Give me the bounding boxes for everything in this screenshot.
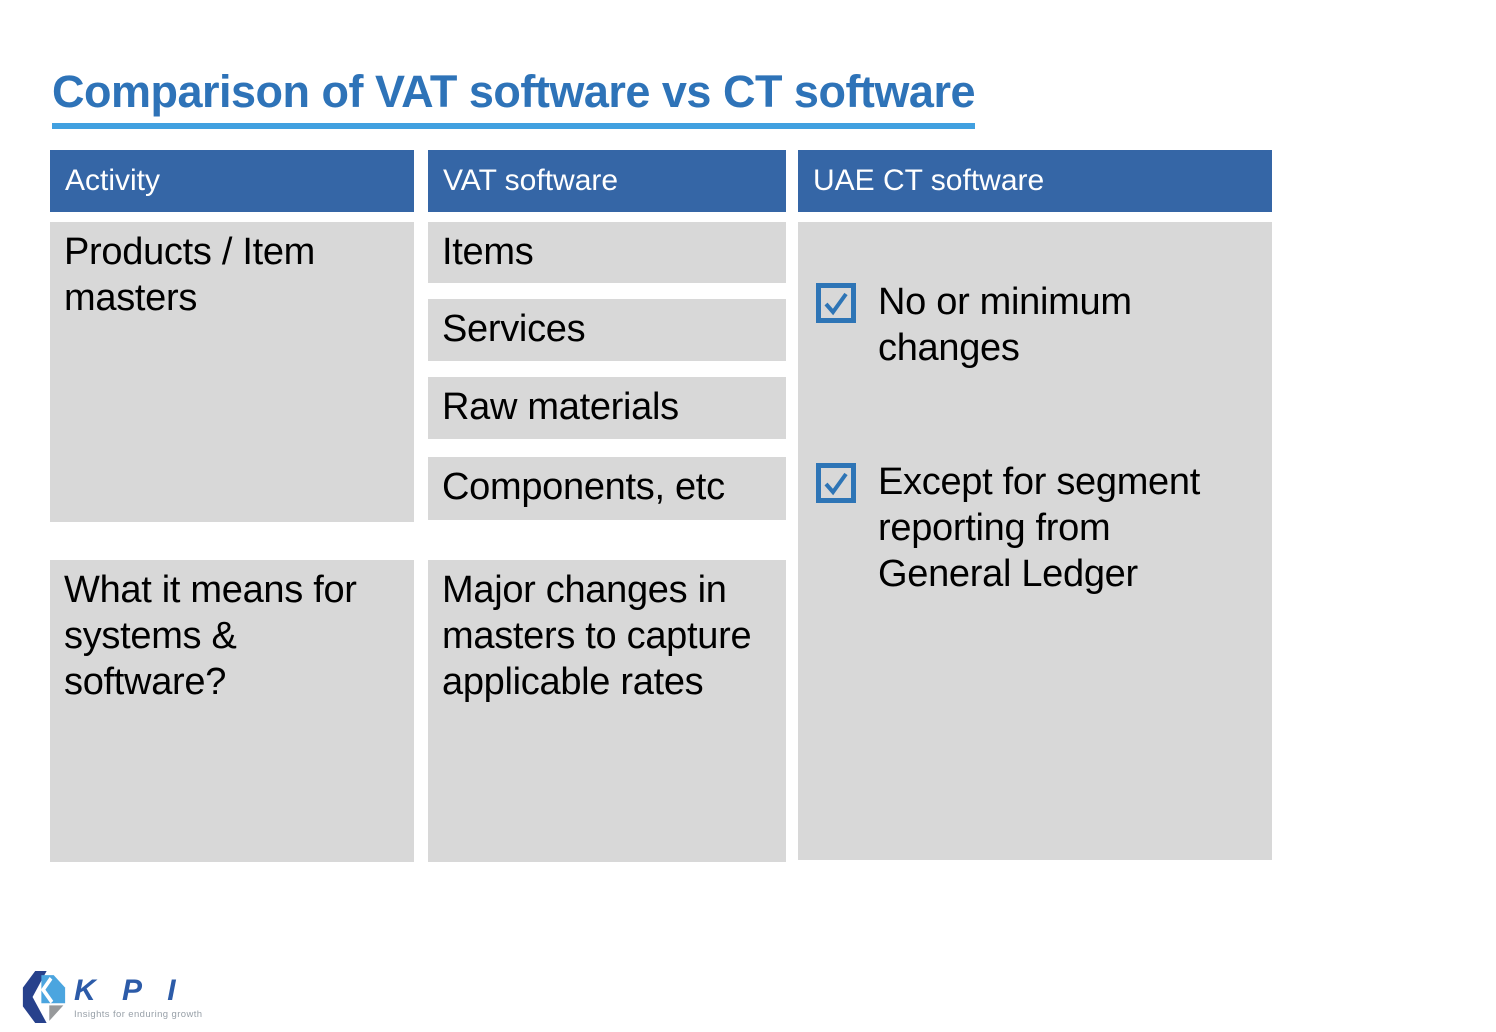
- ct-bullet-text: No or minimum changes: [878, 281, 1132, 369]
- column-header-uae-ct-software: UAE CT software: [798, 150, 1272, 212]
- activity-cell-products-item-masters: Products / Item masters: [50, 222, 414, 522]
- checkbox-checked-icon: [816, 283, 856, 323]
- column-header-label: Activity: [65, 164, 161, 197]
- vat-cell-items: Items: [428, 222, 786, 283]
- vat-cell-raw-materials: Raw materials: [428, 377, 786, 439]
- checkbox-checked-icon: [816, 463, 856, 503]
- kpi-logo-tagline: Insights for enduring growth: [74, 1009, 203, 1020]
- vat-cell-components: Components, etc: [428, 457, 786, 520]
- slide-title: Comparison of VAT software vs CT softwar…: [52, 66, 975, 129]
- ct-software-cell: No or minimum changes Except for segment…: [798, 222, 1272, 860]
- vat-cell-major-changes: Major changes in masters to capture appl…: [428, 560, 786, 862]
- ct-bullet-except-segment-reporting: Except for segment reporting from Genera…: [816, 459, 1254, 597]
- column-header-label: VAT software: [443, 164, 619, 197]
- kpi-logo-icon: [22, 971, 66, 1023]
- column-header-vat-software: VAT software: [428, 150, 786, 212]
- activity-cell-what-it-means: What it means for systems & software?: [50, 560, 414, 862]
- column-header-label: UAE CT software: [813, 164, 1045, 197]
- ct-bullet-text: Except for segment reporting from Genera…: [878, 461, 1200, 595]
- vat-cell-services: Services: [428, 299, 786, 361]
- kpi-logo-text: K P I: [74, 974, 185, 1007]
- column-header-activity: Activity: [50, 150, 414, 212]
- kpi-logo-words: K P I Insights for enduring growth: [74, 974, 314, 1021]
- ct-bullet-no-or-minimum-changes: No or minimum changes: [816, 279, 1254, 371]
